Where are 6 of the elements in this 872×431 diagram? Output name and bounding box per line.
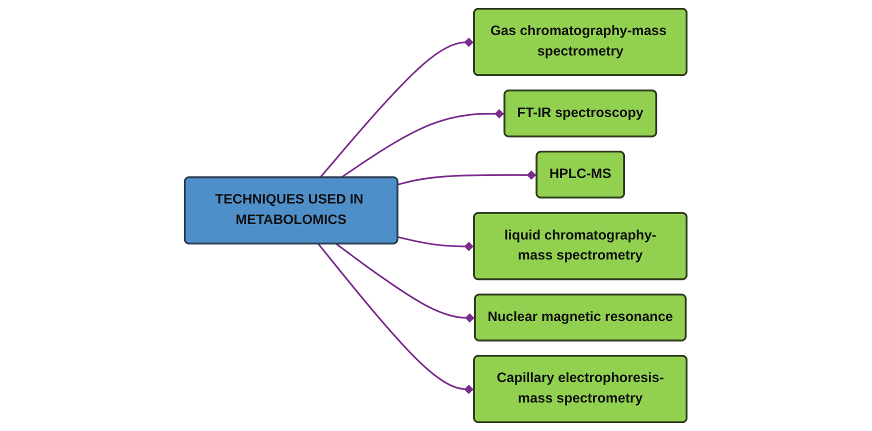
connector [320, 38, 475, 178]
connector [318, 243, 475, 394]
connector [336, 243, 476, 323]
connector [398, 170, 538, 186]
connector [340, 109, 506, 178]
connector [398, 236, 475, 252]
